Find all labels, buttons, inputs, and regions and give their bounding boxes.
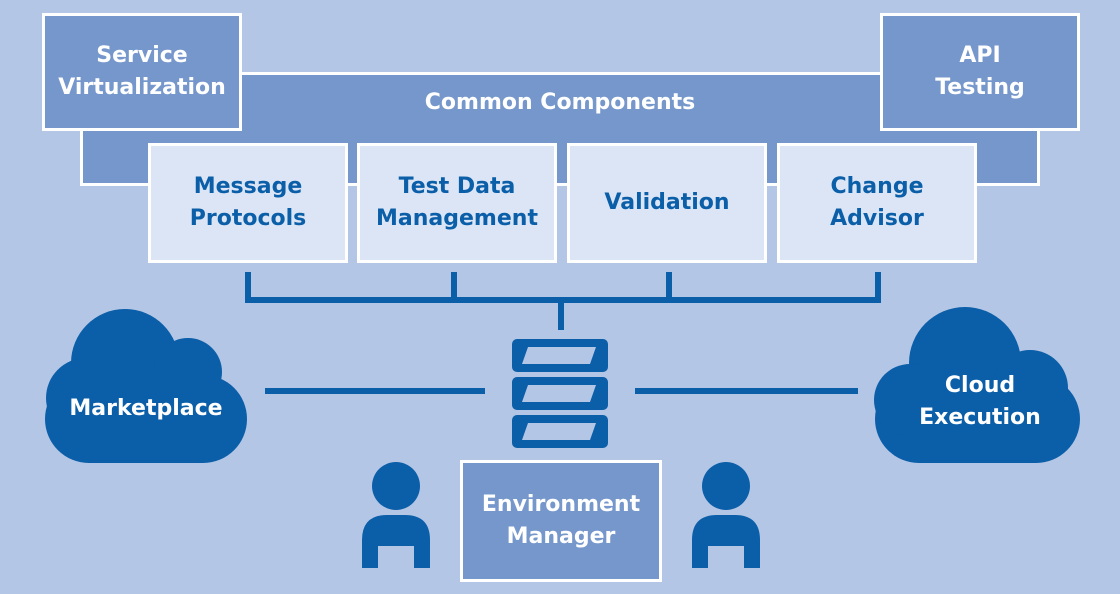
- service-virtualization-label: Service Virtualization: [58, 43, 226, 100]
- cloud-icon: [45, 309, 247, 463]
- component-box-validation: Validation: [567, 143, 767, 263]
- component-label: Test Data Management: [376, 174, 538, 231]
- server-stack-icon: [512, 339, 608, 448]
- component-label: Message Protocols: [189, 174, 307, 231]
- api-testing-label: API Testing: [935, 43, 1025, 100]
- component-box-change-advisor: Change Advisor: [777, 143, 977, 263]
- person-icon: [362, 462, 430, 568]
- component-label: Change Advisor: [830, 174, 924, 231]
- bus-connector: [245, 272, 881, 330]
- service-virtualization-box: Service Virtualization: [42, 13, 242, 131]
- marketplace-label: Marketplace: [69, 396, 223, 421]
- component-label: Validation: [604, 190, 730, 215]
- component-box-message-protocols: Message Protocols: [148, 143, 348, 263]
- cloud-execution-label: Cloud Execution: [919, 373, 1041, 430]
- api-testing-box: API Testing: [880, 13, 1080, 131]
- person-icon: [692, 462, 760, 568]
- component-box-test-data-management: Test Data Management: [357, 143, 557, 263]
- environment-manager-box: Environment Manager: [460, 460, 662, 582]
- common-components-label: Common Components: [424, 90, 696, 115]
- cloud-icon: [874, 307, 1080, 463]
- environment-manager-label: Environment Manager: [481, 492, 641, 549]
